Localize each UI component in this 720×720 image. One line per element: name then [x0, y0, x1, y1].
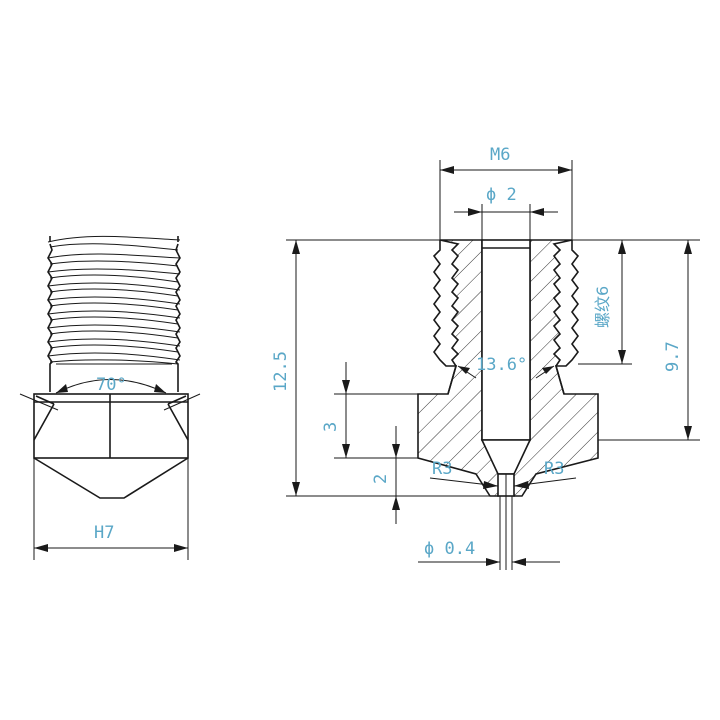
- thread-note-label: 螺纹6: [593, 286, 612, 328]
- thread-outline: [47, 235, 181, 392]
- radius-right-dimension: R3: [513, 459, 577, 489]
- bore-dimension: ϕ 2: [454, 185, 558, 240]
- external-view: 70° H7: [19, 235, 201, 560]
- hex-label: H7: [94, 523, 114, 543]
- section-view: M6 ϕ 2 12.5 9.7: [271, 145, 700, 570]
- hex-height-dimension: 3: [321, 362, 418, 459]
- hex-height-label: 3: [321, 422, 341, 432]
- thread-note-dimension: 螺纹6: [578, 240, 632, 365]
- hex-body: [33, 393, 189, 459]
- total-length-label: 12.5: [271, 351, 291, 392]
- thread-profile-right: [554, 240, 580, 395]
- orifice-label: ϕ 0.4: [424, 539, 475, 559]
- angle-label: 70°: [96, 375, 127, 395]
- bore: [480, 239, 532, 570]
- cone-height-dimension: 2: [371, 426, 418, 524]
- hex-width-dimension: H7: [33, 458, 189, 560]
- cone-tip: [33, 457, 189, 499]
- m6-dimension: M6: [439, 145, 573, 240]
- bore-label: ϕ 2: [486, 185, 517, 205]
- m6-label: M6: [490, 145, 510, 165]
- inner-label: 13.6°: [476, 355, 527, 375]
- inner-dimension: 13.6°: [457, 355, 555, 379]
- radius-left-dimension: R3: [429, 459, 499, 489]
- thread-profile-left: [432, 240, 458, 395]
- total-length-dimension: 12.5: [271, 239, 498, 497]
- cone-height-label: 2: [371, 474, 391, 484]
- radius-right-label: R3: [544, 459, 564, 479]
- angle-dimension: 70°: [19, 375, 201, 411]
- radius-left-label: R3: [432, 459, 452, 479]
- orifice-dimension: ϕ 0.4: [418, 496, 560, 570]
- thread-length-label: 9.7: [663, 341, 683, 372]
- thread-length-dimension: 9.7: [572, 239, 700, 441]
- section-right-half: [511, 239, 599, 497]
